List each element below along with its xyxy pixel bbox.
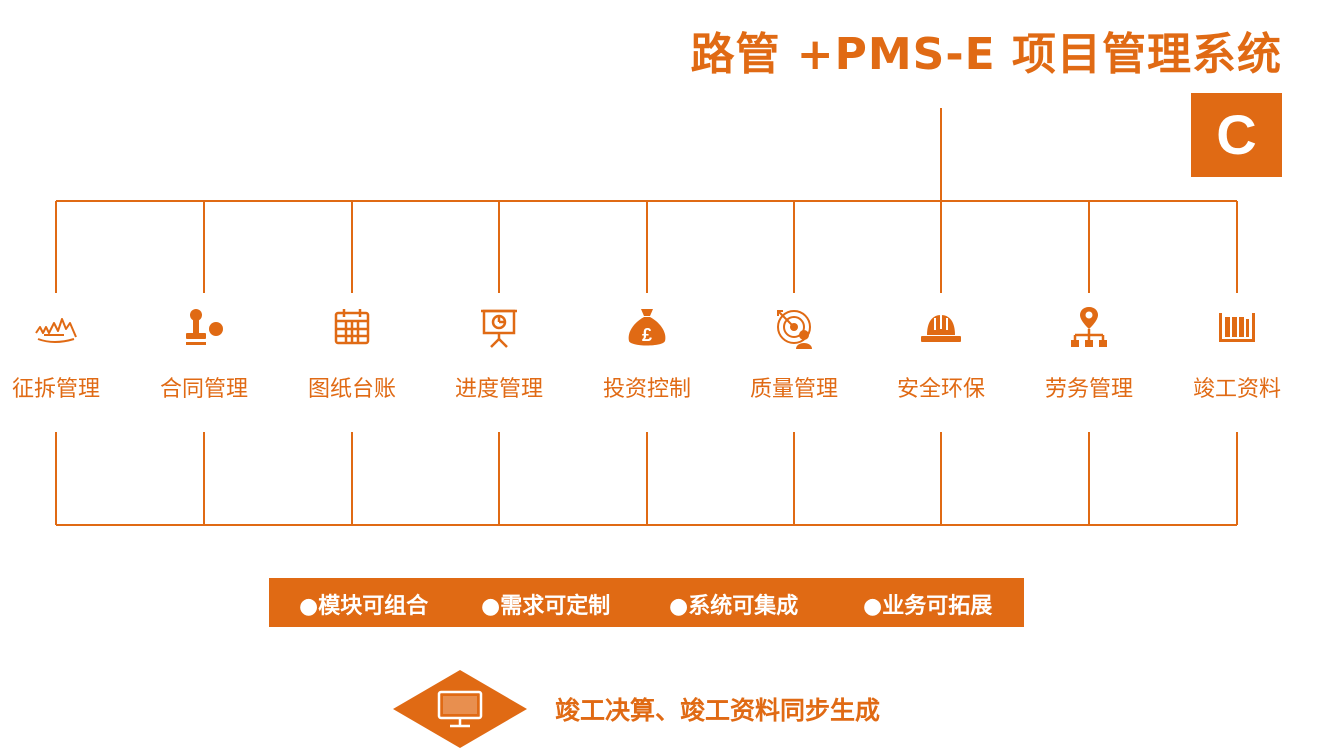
module-demolition[interactable]: 征拆管理: [0, 305, 121, 403]
org-chart-icon: [1071, 307, 1107, 347]
module-label: 合同管理: [159, 377, 248, 402]
module-label: 劳务管理: [1044, 377, 1133, 402]
stamp-icon: [186, 309, 223, 345]
svg-text:£: £: [642, 325, 652, 345]
module-label: 竣工资料: [1192, 377, 1281, 402]
feature-item: ●系统可集成: [669, 594, 799, 619]
c-badge: C: [1191, 93, 1282, 177]
target-icon: [777, 310, 812, 349]
features-banner: ●模块可组合 ●需求可定制 ●系统可集成 ●业务可拓展: [269, 578, 1024, 627]
presentation-chart-icon: [481, 309, 517, 348]
monitor-icon: [393, 670, 527, 748]
footer-text: 竣工决算、竣工资料同步生成: [555, 696, 881, 725]
calendar-icon: [334, 309, 370, 345]
hard-hat-icon: [921, 315, 961, 342]
module-completion[interactable]: 竣工资料: [1172, 305, 1302, 403]
module-label: 进度管理: [454, 377, 543, 402]
module-labor[interactable]: 劳务管理: [1024, 305, 1154, 403]
module-progress[interactable]: 进度管理: [434, 305, 564, 403]
files-icon: [1219, 313, 1255, 342]
feature-item: ●业务可拓展: [863, 594, 993, 619]
module-quality[interactable]: 质量管理: [729, 305, 859, 403]
demolition-icon: [35, 318, 77, 343]
page-title: 路管 +PMS-E 项目管理系统: [690, 29, 1282, 80]
module-label: 安全环保: [896, 377, 985, 402]
module-label: 图纸台账: [307, 377, 396, 402]
module-label: 投资控制: [602, 377, 691, 402]
module-contract[interactable]: 合同管理: [139, 305, 269, 403]
module-label: 质量管理: [749, 377, 838, 402]
module-safety[interactable]: 安全环保: [876, 305, 1006, 403]
module-investment[interactable]: £ 投资控制: [582, 305, 712, 403]
module-label: 征拆管理: [11, 377, 100, 402]
money-bag-icon: £: [628, 309, 666, 346]
module-drawings[interactable]: 图纸台账: [287, 305, 417, 403]
feature-item: ●需求可定制: [481, 594, 611, 619]
feature-item: ●模块可组合: [299, 594, 429, 619]
